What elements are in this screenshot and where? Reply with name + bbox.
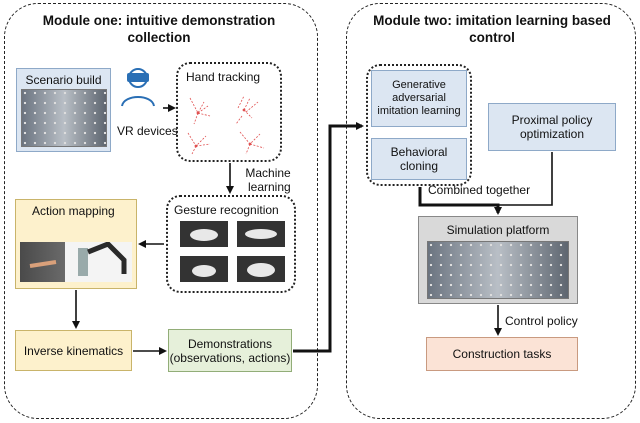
inverse-kinematics-box: Inverse kinematics [15, 330, 132, 371]
ppo-line2: optimization [519, 127, 585, 141]
module-one-title: Module one: intuitive demonstration coll… [24, 12, 294, 46]
gesture-recognition-label: Gesture recognition [174, 203, 279, 217]
ppo-box: Proximal policy optimization [488, 103, 616, 151]
gail-bc-group [366, 64, 472, 186]
gail-line2: adversarial [392, 92, 446, 104]
vr-devices-label: VR devices [117, 124, 178, 138]
module-one-title-line2: collection [127, 30, 191, 45]
gesture-image-4 [237, 256, 285, 282]
demonstrations-box: Demonstrations (observations, actions) [168, 329, 292, 372]
gesture-recognition-group [166, 195, 296, 293]
hand-skeleton-icons [187, 95, 265, 155]
construction-tasks-box: Construction tasks [426, 337, 578, 371]
action-mapping-label: Action mapping [32, 204, 115, 218]
gesture-image-1 [180, 221, 228, 247]
scenario-build-label: Scenario build [25, 73, 102, 87]
inverse-kinematics-label: Inverse kinematics [23, 343, 124, 358]
hand-tracking-label: Hand tracking [186, 70, 261, 84]
module-one-title-line1: Module one: intuitive demonstration [42, 13, 276, 28]
machine-learning-line2: learning [248, 180, 291, 194]
vr-headset-icon [121, 68, 155, 107]
bc-line1: Behavioral [390, 145, 448, 159]
arrow-demo-to-module-two [293, 122, 364, 353]
combined-together-label: Combined together [428, 183, 531, 197]
simulation-platform-label: Simulation platform [446, 223, 550, 237]
demonstrations-line2: (observations, actions) [169, 350, 291, 365]
construction-tasks-label: Construction tasks [452, 347, 552, 361]
module-two-title-line1: Module two: imitation learning based [373, 13, 611, 28]
scenario-image [21, 89, 107, 147]
module-one-panel [4, 3, 318, 419]
module-two-panel [346, 3, 636, 419]
action-mapping-image [20, 241, 132, 282]
hand-tracking-group [176, 62, 282, 162]
simulation-platform-box: Simulation platform [418, 216, 578, 304]
gesture-image-2 [237, 221, 285, 247]
line-ppo-down [498, 152, 553, 206]
gesture-image-3 [180, 256, 228, 282]
machine-learning-line1: Machine [245, 166, 291, 180]
simulation-image [427, 241, 569, 299]
gail-line1: Generative [392, 79, 446, 91]
gail-box: Generative adversarial imitation learnin… [371, 70, 467, 127]
bc-line2: cloning [399, 159, 439, 173]
ppo-line1: Proximal policy [511, 113, 593, 127]
gail-line3: imitation learning [377, 105, 461, 117]
action-mapping-box: Action mapping [15, 199, 137, 289]
machine-learning-label: Machine learning [238, 166, 291, 194]
module-two-title: Module two: imitation learning based con… [360, 12, 624, 46]
arrow-group-to-sim [418, 187, 502, 215]
control-policy-label: Control policy [505, 314, 578, 328]
behavioral-cloning-box: Behavioral cloning [371, 138, 467, 180]
module-two-title-line2: control [469, 30, 515, 45]
demonstrations-line1: Demonstrations [187, 336, 273, 351]
scenario-build-box: Scenario build [16, 68, 111, 152]
